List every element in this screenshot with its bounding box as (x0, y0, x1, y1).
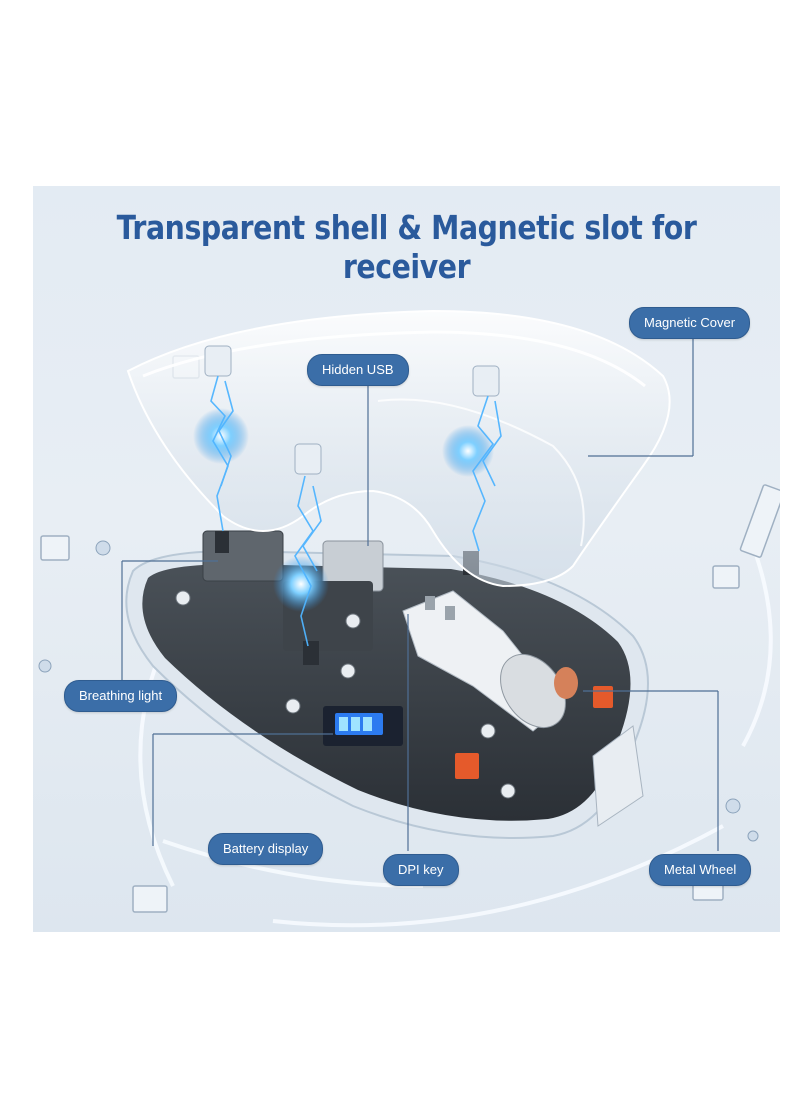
callout-hidden-usb: Hidden USB (307, 354, 409, 386)
product-infographic: Transparent shell & Magnetic slot for re… (33, 186, 780, 932)
transparent-cover (126, 309, 671, 588)
callout-breathing-light: Breathing light (64, 680, 178, 712)
mouse-exploded-view (38, 309, 780, 928)
page-title: Transparent shell & Magnetic slot for re… (116, 208, 697, 286)
mouse-base (125, 530, 649, 839)
callout-battery-display: Battery display (208, 833, 324, 865)
magnetic-lightning (193, 375, 502, 647)
callout-metal-wheel: Metal Wheel (649, 854, 752, 886)
callout-dpi-key: DPI key (383, 854, 459, 886)
callout-magnetic-cover: Magnetic Cover (629, 307, 751, 339)
leader-lines (121, 338, 719, 851)
decorative-beads (38, 540, 759, 842)
